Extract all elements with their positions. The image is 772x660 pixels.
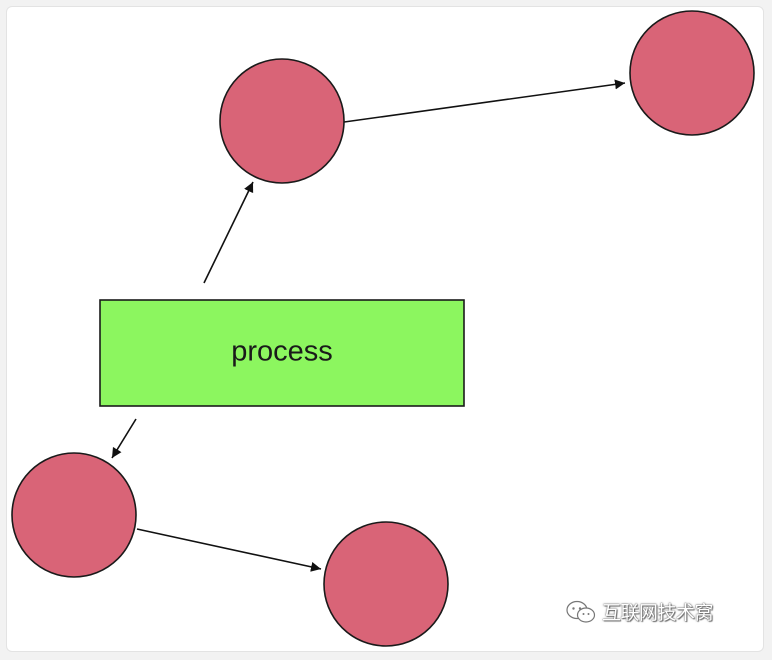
watermark-text: 互联网技术窝: [602, 602, 714, 624]
diagram-canvas: process: [11, 10, 755, 647]
process-label: process: [231, 336, 333, 368]
node-top-right: [629, 10, 755, 136]
node-bottom: [323, 521, 449, 647]
edge-node-top-to-node-top-right: [336, 79, 626, 124]
process-box: [99, 299, 465, 407]
diagram-frame: process: [6, 6, 764, 652]
node-top: [219, 58, 345, 184]
watermark: 互联网技术窝: [566, 598, 714, 625]
edge-process-to-node-top: [203, 181, 254, 284]
edge-process-to-node-left: [111, 418, 137, 459]
edge-node-left-to-node-bottom: [136, 528, 322, 572]
wechat-icon: [566, 600, 596, 623]
node-left: [11, 452, 137, 578]
